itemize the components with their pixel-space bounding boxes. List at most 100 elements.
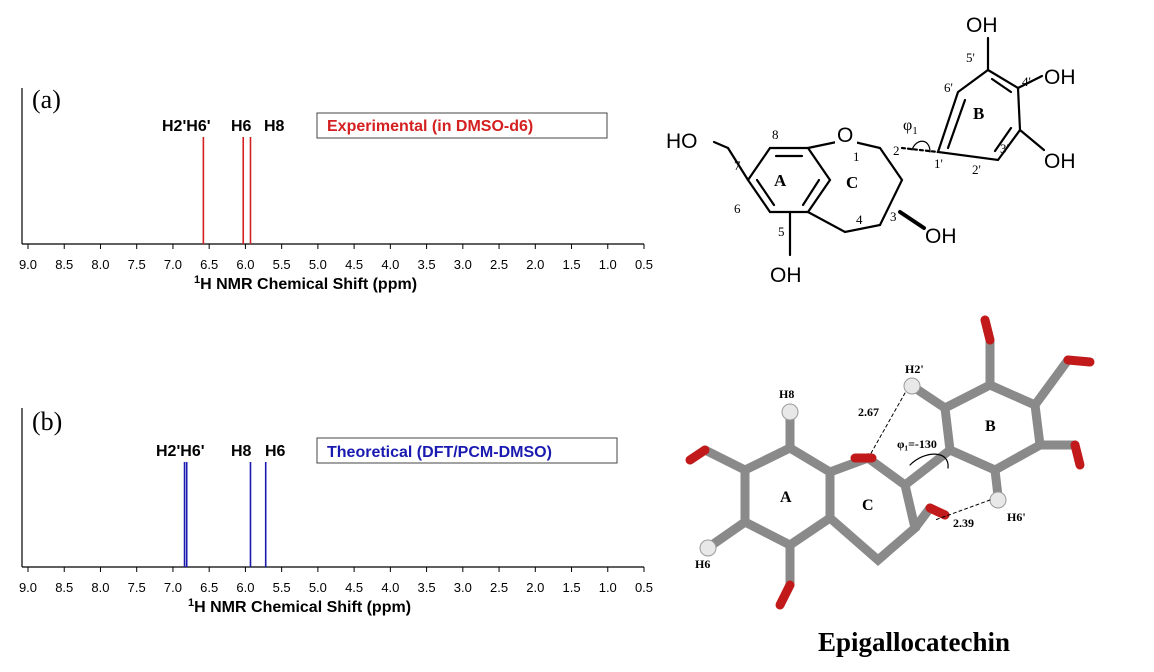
model-o5p [980,315,995,345]
phi-label: φ1 [903,117,918,137]
contact-h2p-o1 [869,392,906,456]
label-h6: H6 [695,557,710,571]
panel-label: (a) [32,85,61,114]
oh-right-bottom: OH [1044,150,1076,173]
o-ring: O [837,124,853,147]
ring-b-double-1 [946,98,967,150]
model-o4p [1063,355,1095,367]
peak-label-h2h6: H2'H6' [156,443,205,460]
x-tick-label: 8.5 [55,257,73,272]
pos-3p: 3' [1000,141,1009,156]
x-tick-label: 3.5 [418,257,436,272]
bond-c4p-oh [1016,74,1044,90]
bond-c3-oh [898,210,926,230]
pos-2: 2 [893,143,900,158]
pos-6: 6 [734,201,741,216]
oh-5: OH [770,264,802,287]
phi-subscript: 1 [912,125,918,137]
x-tick-label: 5.0 [309,580,327,595]
peak-label-h2h6: H2'H6' [162,118,211,135]
label-dist-239: 2.39 [953,516,974,530]
pos-5p: 5' [966,50,975,65]
bond-c3p-oh [1018,128,1046,152]
legend-box [316,437,618,464]
x-tick-label: 8.0 [91,257,109,272]
oh-top: OH [966,14,998,37]
x-axis-label-sup: 1 [188,597,194,609]
bond-c7-ho [712,140,730,150]
pos-4: 4 [856,212,863,227]
x-tick-label: 7.5 [128,257,146,272]
phi-symbol: φ [903,117,912,134]
phi-arrow [911,140,931,153]
x-tick-label: 0.5 [635,580,653,595]
model-ring-b-label: B [985,418,996,435]
model-h6 [699,539,717,557]
peak-labels: H2'H6' H8 H6 [156,443,286,460]
peak-label-h6: H6 [231,118,252,135]
x-tick-label: 1.5 [562,580,580,595]
bond-c7-oh [726,146,750,182]
pos-6p: 6' [944,80,953,95]
x-tick-label: 1.0 [599,580,617,595]
model-c7-o [700,445,750,475]
x-tick-label: 8.0 [91,580,109,595]
oh-right-top: OH [1044,66,1076,89]
pos-2p: 2' [972,162,981,177]
ring-a-label: A [774,171,787,190]
pos-5: 5 [778,224,785,239]
pos-7: 7 [734,158,741,173]
model-ring-c-label: C [862,497,874,514]
ring-b-double-2 [990,77,1013,94]
x-tick-label: 5.5 [273,580,291,595]
x-tick-label: 7.0 [164,257,182,272]
peak-label-h8: H8 [231,443,252,460]
label-phi: φ₁=-130 [897,437,937,451]
molecule-3d-model: H2' H6' H8 H6 2.67 2.39 φ₁=-130 A B C [685,315,1095,610]
x-tick-label: 2.0 [526,257,544,272]
peak-label-h6: H6 [265,443,286,460]
pos-3: 3 [890,209,897,224]
model-o5 [775,580,795,610]
x-tick-label: 7.5 [128,580,146,595]
x-tick-label: 9.0 [19,257,37,272]
x-tick-label: 7.0 [164,580,182,595]
model-h2p [903,377,921,395]
x-tick-label: 6.5 [200,580,218,595]
ring-c-label: C [846,173,858,192]
x-tick-label: 8.5 [55,580,73,595]
ring-b-label: B [973,104,984,123]
model-c2p-h [910,383,950,413]
x-tick-label: 5.5 [273,257,291,272]
pos-8: 8 [772,127,779,142]
model-hydrogens [699,377,1007,557]
x-tick-label: 4.0 [381,257,399,272]
x-tick-label: 3.5 [418,580,436,595]
legend-label: Experimental (in DMSO-d6) [327,118,533,135]
x-tick-label: 4.5 [345,580,363,595]
legend-label: Theoretical (DFT/PCM-DMSO) [327,444,552,461]
label-dist-267: 2.67 [858,405,879,419]
label-h6p: H6' [1007,510,1026,524]
x-tick-label: 0.5 [635,257,653,272]
x-tick-label: 2.0 [526,580,544,595]
model-c6-h [707,517,750,550]
model-bonds [700,335,1080,590]
ho-left: HO [666,130,698,153]
x-tick-label: 9.0 [19,580,37,595]
oh-3: OH [925,225,957,248]
model-ring-a-label: A [780,489,792,506]
x-tick-label: 1.5 [562,257,580,272]
x-tick-label: 4.5 [345,257,363,272]
model-oxygens [685,315,1095,610]
x-tick-label: 1.0 [599,257,617,272]
x-axis-label: 1H NMR Chemical Shift (ppm) [188,597,411,616]
ring-a-double-2 [755,178,776,207]
ring-a-double-3 [801,178,821,207]
bond-c2-c1p [900,146,940,154]
pos-4p: 4' [1022,74,1031,89]
legend-box [316,112,608,139]
model-contacts [869,392,991,521]
